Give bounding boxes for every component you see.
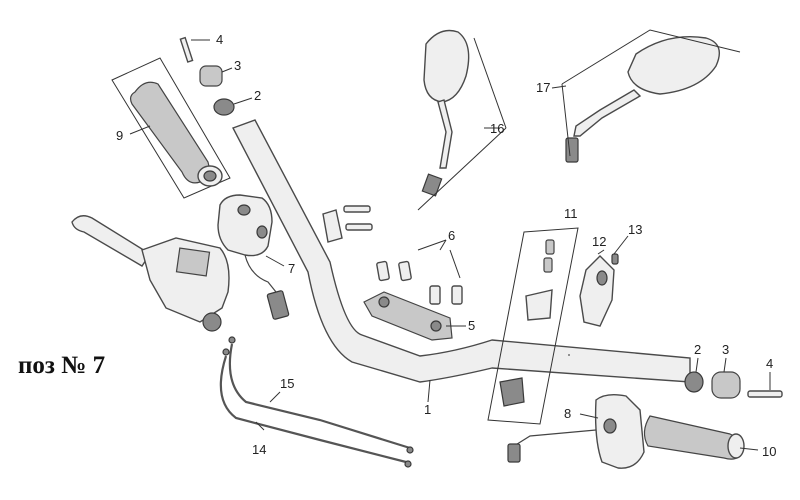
left-grip xyxy=(129,81,210,184)
left-switch-housing xyxy=(217,194,273,257)
clutch-bracket xyxy=(579,255,615,327)
left-switch-connector xyxy=(266,290,290,320)
callout-4-top: 4 xyxy=(216,32,223,47)
callout-5: 5 xyxy=(468,318,475,333)
right-mirror-head xyxy=(627,36,720,95)
weight-3-top xyxy=(199,65,223,87)
throttle-cable-14 xyxy=(219,355,407,464)
left-mirror-head xyxy=(423,29,470,103)
left-grip-frame xyxy=(111,57,231,199)
right-switch-housing xyxy=(594,393,645,469)
callout-4-right: 4 xyxy=(766,356,773,371)
spacer-2-top xyxy=(213,98,235,116)
callout-6: 6 xyxy=(448,228,455,243)
callout-2-top: 2 xyxy=(254,88,261,103)
callout-12: 12 xyxy=(592,234,606,249)
callout-17: 17 xyxy=(536,80,550,95)
callout-7: 7 xyxy=(288,261,295,276)
callout-16: 16 xyxy=(490,121,504,136)
weight-3-right xyxy=(711,371,741,399)
callout-3-right: 3 xyxy=(722,342,729,357)
right-grip xyxy=(643,415,743,460)
left-mirror-nut xyxy=(421,173,443,197)
switch-kit-frame xyxy=(487,227,579,425)
callout-8: 8 xyxy=(564,406,571,421)
callout-14: 14 xyxy=(252,442,266,457)
screw-13 xyxy=(611,253,619,265)
bolt-4-right xyxy=(747,390,783,398)
callout-1: 1 xyxy=(424,402,431,417)
handlebar-tube xyxy=(232,119,691,383)
right-mirror-nut xyxy=(565,137,579,163)
brake-lever xyxy=(71,215,151,267)
position-caption: поз № 7 xyxy=(18,352,106,379)
right-switch-connector xyxy=(507,443,521,463)
callout-10: 10 xyxy=(762,444,776,459)
throttle-cable-15 xyxy=(228,343,411,450)
callout-15: 15 xyxy=(280,376,294,391)
spacer-2-right xyxy=(684,371,704,393)
callout-13: 13 xyxy=(628,222,642,237)
callout-11: 11 xyxy=(564,206,578,221)
callout-3-top: 3 xyxy=(234,58,241,73)
callout-9: 9 xyxy=(116,128,123,143)
callout-2-right: 2 xyxy=(694,342,701,357)
bolt-4-top xyxy=(179,36,194,63)
